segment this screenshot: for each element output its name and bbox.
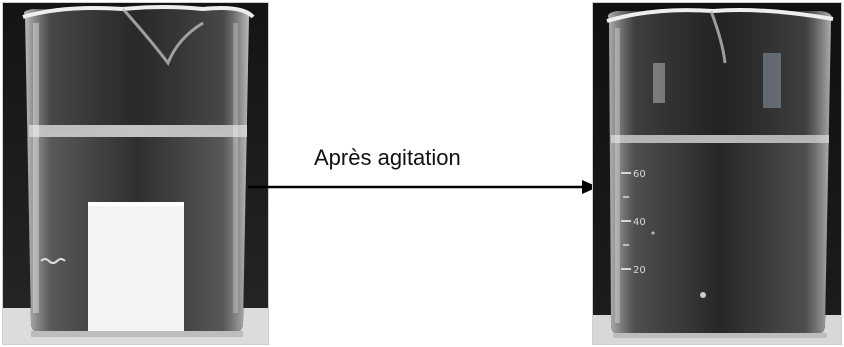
beaker-before-image — [3, 3, 268, 344]
photo-before — [2, 2, 269, 345]
graduation-60: 60 — [633, 169, 646, 180]
beaker-after-image: 60 40 20 — [593, 3, 841, 344]
graduation-40: 40 — [633, 217, 646, 228]
arrow-right-icon — [248, 180, 598, 194]
photo-after: 60 40 20 — [592, 2, 842, 345]
graduation-20: 20 — [633, 265, 646, 276]
white-block — [88, 202, 184, 334]
caption-label: Après agitation — [314, 145, 461, 170]
